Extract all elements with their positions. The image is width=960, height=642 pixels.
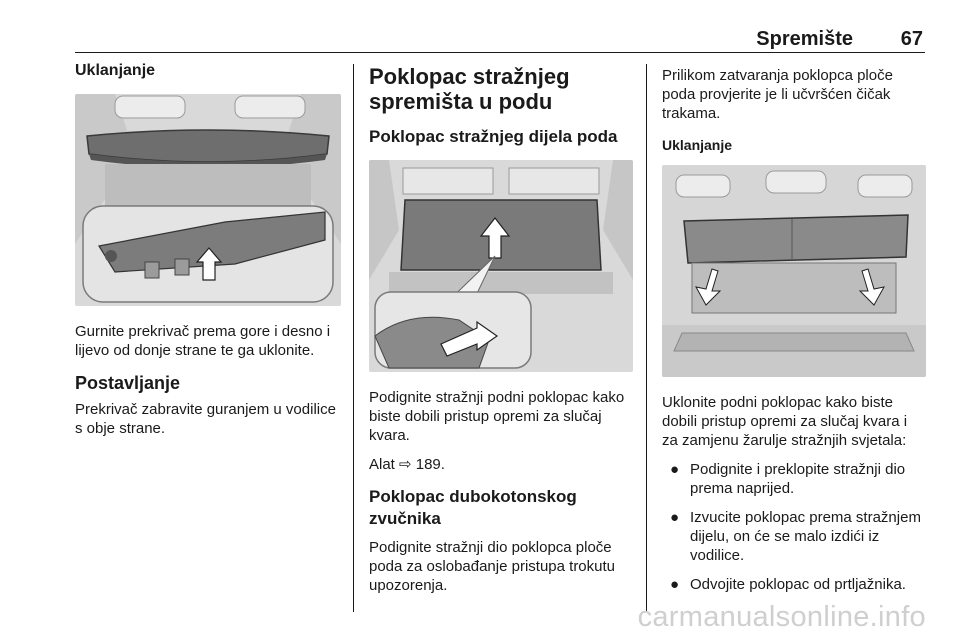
- column-1: Uklanjanje Gurnite prekrivač prema gore …: [75, 62, 343, 448]
- paragraph-removal: Gurnite prekrivač prema gore i desno i l…: [75, 323, 331, 359]
- page-header: Spremište 67: [75, 26, 925, 53]
- section-title: Spremište: [756, 28, 853, 50]
- paragraph-tool: Alat ⇨ 189.: [369, 456, 445, 473]
- watermark: carmanualsonline.info: [637, 601, 926, 633]
- page-number: 67: [900, 28, 923, 50]
- floor-cover-removal-illustration: [662, 165, 926, 377]
- section-heading: Poklopac stražnjeg spremišta u podu: [369, 64, 570, 114]
- bullet-icon: ●: [670, 576, 680, 593]
- list-item: ●Podignite i preklopite stražnji dio pre…: [670, 461, 906, 497]
- heading-removal-2: Uklanjanje: [662, 137, 733, 153]
- heading-install: Postavljanje: [75, 373, 181, 393]
- paragraph-remove: Uklonite podni poklopac kako biste dobil…: [662, 394, 908, 449]
- column-3: Prilikom zatvaranja poklopca ploče poda …: [662, 66, 926, 604]
- paragraph-install: Prekrivač zabravite guranjem u vodilice …: [75, 401, 336, 437]
- bullet-icon: ●: [670, 509, 680, 526]
- paragraph-subwoofer: Podignite stražnji dio poklopca ploče po…: [369, 539, 616, 594]
- paragraph-lift: Podignite stražnji podni poklopac kako b…: [369, 389, 625, 444]
- floor-cover-illustration: [369, 160, 633, 372]
- list-item: ●Odvojite poklopac od prtljažnika.: [670, 576, 906, 593]
- column-divider: [646, 64, 647, 612]
- column-divider: [353, 64, 354, 612]
- heading-removal: Uklanjanje: [75, 62, 156, 79]
- paragraph-close: Prilikom zatvaranja poklopca ploče poda …: [662, 67, 893, 122]
- list-item: ●Izvucite poklopac prema stražnjem dijel…: [670, 509, 921, 564]
- column-2: Poklopac stražnjeg spremišta u podu Pokl…: [369, 64, 633, 605]
- steps-list: ●Podignite i preklopite stražnji dio pre…: [662, 460, 926, 594]
- cover-removal-illustration: [75, 94, 341, 306]
- subheading-floor-cover: Poklopac stražnjeg dijela poda: [369, 127, 618, 146]
- bullet-icon: ●: [670, 461, 680, 478]
- subheading-subwoofer: Poklopac dubokotonskog zvučnika: [369, 487, 577, 528]
